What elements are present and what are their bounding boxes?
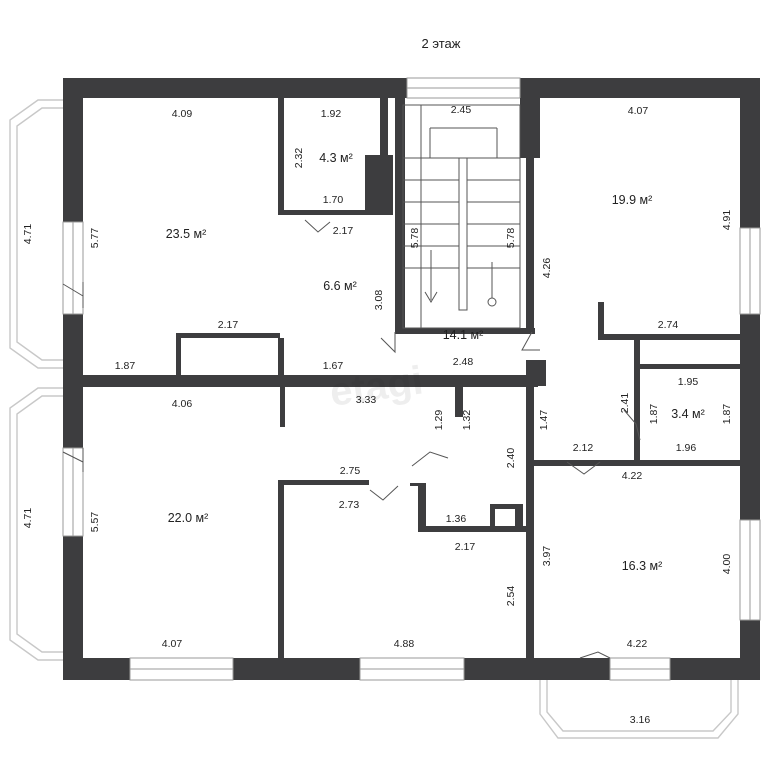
- dim-label: 3.16: [630, 714, 651, 726]
- dim-label: 2.40: [505, 448, 517, 469]
- dim-label: 2.17: [333, 225, 354, 237]
- dim-label: 1.29: [433, 410, 445, 431]
- dim-label: 1.92: [321, 108, 342, 120]
- dim-label: 2.17: [455, 541, 476, 553]
- area-room-7: 22.0 м²: [168, 511, 209, 525]
- area-room-4: 14.1 м²: [443, 328, 484, 342]
- windows: [62, 77, 761, 681]
- staircase: [402, 104, 521, 329]
- dim-label: 4.71: [22, 224, 34, 245]
- dim-label: 2.45: [451, 104, 472, 116]
- dim-label: 3.08: [373, 290, 385, 311]
- dim-label: 2.12: [573, 442, 594, 454]
- interior-walls: [83, 98, 740, 676]
- dim-label: 4.07: [628, 105, 649, 117]
- dim-label: 2.17: [218, 319, 239, 331]
- dim-label: 4.06: [172, 398, 193, 410]
- dim-label: 5.57: [89, 512, 101, 533]
- area-room-1: 23.5 м²: [166, 227, 207, 241]
- dim-label: 1.70: [323, 194, 344, 206]
- dim-label: 1.36: [446, 513, 467, 525]
- doors: [62, 219, 641, 659]
- dim-label: 1.87: [648, 404, 660, 425]
- dim-label: 1.87: [721, 404, 733, 425]
- dim-label: 3.97: [541, 546, 553, 567]
- dim-label: 4.22: [627, 638, 648, 650]
- dim-label: 4.07: [162, 638, 183, 650]
- dim-label: 4.09: [172, 108, 193, 120]
- dim-label: 2.54: [505, 586, 517, 607]
- area-room-2: 4.3 м²: [319, 151, 353, 165]
- bay-windows: [9, 99, 739, 739]
- dim-label: 2.32: [293, 148, 305, 169]
- dim-label: 1.87: [115, 360, 136, 372]
- dim-label: 5.77: [89, 228, 101, 249]
- dim-label: 4.00: [721, 554, 733, 575]
- dim-label: 4.91: [721, 210, 733, 231]
- dim-label: 3.33: [356, 394, 377, 406]
- dim-label: 5.78: [505, 228, 517, 249]
- area-room-6: 3.4 м²: [671, 407, 705, 421]
- dim-label: 1.96: [676, 442, 697, 454]
- dim-label: 2.41: [619, 393, 631, 414]
- area-room-5: 19.9 м²: [612, 193, 653, 207]
- dim-label: 1.47: [538, 410, 550, 431]
- dim-label: 1.67: [323, 360, 344, 372]
- area-room-8: 16.3 м²: [622, 559, 663, 573]
- dim-label: 4.71: [22, 508, 34, 529]
- room-areas: 23.5 м² 4.3 м² 6.6 м² 14.1 м² 19.9 м² 3.…: [166, 151, 705, 573]
- dim-label: 2.75: [340, 465, 361, 477]
- dim-label: 2.74: [658, 319, 679, 331]
- dim-label: 2.48: [453, 356, 474, 368]
- dimension-labels: 4.09 1.92 2.45 4.07 2.32 1.70 2.17 5.77 …: [22, 104, 733, 726]
- dim-label: 2.73: [339, 499, 360, 511]
- dim-label: 4.22: [622, 470, 643, 482]
- floor-title: 2 этаж: [422, 36, 461, 51]
- dim-label: 5.78: [409, 228, 421, 249]
- dim-label: 4.88: [394, 638, 415, 650]
- dim-label: 1.95: [678, 376, 699, 388]
- area-room-3: 6.6 м²: [323, 279, 357, 293]
- dim-label: 4.26: [541, 258, 553, 279]
- dim-label: 1.32: [461, 410, 473, 431]
